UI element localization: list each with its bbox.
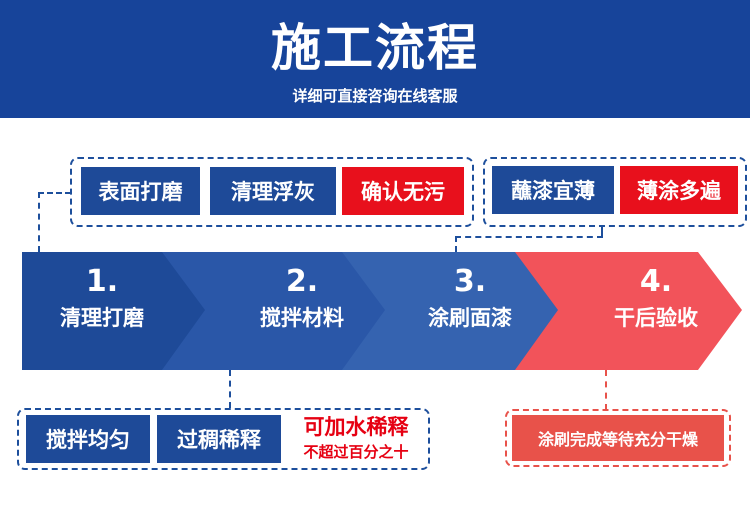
- connector-line: [229, 370, 231, 408]
- application-tips-group: [483, 157, 747, 227]
- step-4-label: 干后验收: [614, 306, 698, 330]
- step-3-arrow: [342, 252, 562, 370]
- prep-tips-group: [70, 157, 474, 227]
- dilution-note-main: 可加水稀释: [303, 415, 409, 439]
- tip-clear-dust: 清理浮灰: [210, 167, 336, 215]
- step-1-number: 1.: [85, 264, 119, 299]
- page-title: 施工流程: [271, 19, 479, 77]
- tip-stir-evenly: 搅拌均匀: [26, 415, 150, 463]
- dilution-note-limit: 不超过百分之十: [303, 443, 409, 461]
- tip-wait-to-dry: 涂刷完成等待充分干燥: [512, 415, 724, 461]
- connector-line: [455, 236, 603, 238]
- step-1-arrow: [22, 252, 212, 370]
- page-subtitle: 详细可直接咨询在线客服: [292, 87, 458, 105]
- connector-line: [605, 370, 607, 410]
- tip-thin-if-thick: 过稠稀释: [157, 415, 281, 463]
- drying-tips-group: [505, 409, 731, 467]
- connector-line: [38, 192, 71, 194]
- tip-thin-dip: 蘸漆宜薄: [492, 166, 614, 214]
- header-banner: 施工流程 详细可直接咨询在线客服: [0, 0, 750, 118]
- step-2-arrow: [162, 252, 390, 370]
- connector-line: [601, 227, 603, 237]
- mixing-tips-group: [17, 408, 430, 470]
- tip-multiple-thin-coats: 薄涂多遍: [620, 166, 738, 214]
- step-3-number: 3.: [453, 264, 487, 299]
- tip-surface-sanding: 表面打磨: [81, 167, 200, 215]
- step-3-label: 涂刷面漆: [428, 306, 512, 330]
- step-2-label: 搅拌材料: [260, 306, 344, 330]
- step-4-arrow: [515, 252, 742, 370]
- step-1-label: 清理打磨: [60, 306, 144, 330]
- connector-line: [38, 192, 40, 252]
- step-4-number: 4.: [639, 264, 673, 299]
- tip-confirm-clean: 确认无污: [342, 167, 464, 215]
- step-2-number: 2.: [285, 264, 319, 299]
- connector-line: [455, 236, 457, 252]
